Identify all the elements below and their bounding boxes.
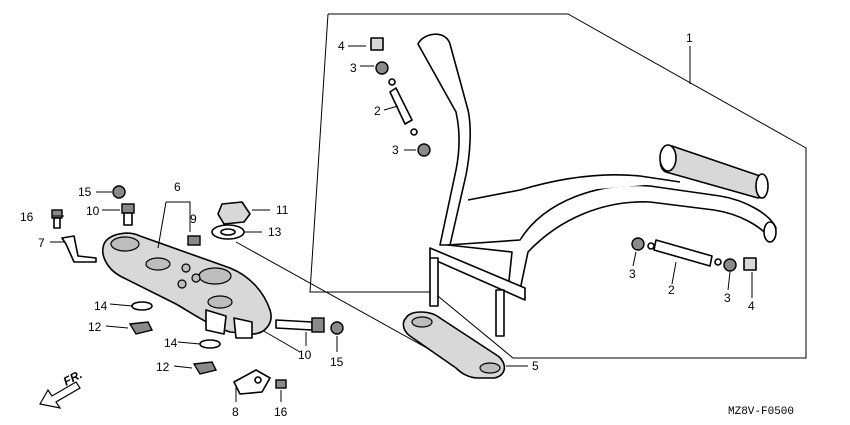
callout-8: 8 — [232, 405, 239, 419]
washer-14-lower — [199, 339, 221, 349]
washer-13 — [211, 224, 245, 240]
cap-nut-11 — [217, 201, 251, 225]
callout-7: 7 — [38, 236, 45, 250]
bracket-8 — [233, 369, 271, 395]
callout-15: 15 — [78, 185, 92, 199]
bolt-10-lower — [275, 317, 325, 333]
bolt-16-lower — [275, 379, 287, 389]
callout-15: 15 — [330, 355, 344, 369]
callout-12: 12 — [156, 360, 170, 374]
callout-16: 16 — [20, 210, 34, 224]
bar-end-weight-lower — [631, 237, 757, 272]
callout-9: 9 — [190, 212, 197, 226]
callout-3: 3 — [350, 61, 357, 75]
callout-12: 12 — [88, 320, 102, 334]
bracket-7 — [61, 235, 97, 263]
callout-5: 5 — [532, 359, 539, 373]
callout-11: 11 — [276, 203, 289, 217]
callout-6: 6 — [174, 180, 181, 194]
callout-10: 10 — [298, 348, 312, 362]
diagram-code: MZ8V-F0500 — [728, 406, 794, 418]
callout-3: 3 — [724, 291, 731, 305]
callout-2: 2 — [374, 104, 381, 118]
leader-lines — [50, 45, 753, 402]
callout-3: 3 — [392, 143, 399, 157]
top-bridge — [102, 232, 272, 339]
callout-4: 4 — [748, 299, 755, 313]
nut-12-lower — [192, 361, 218, 375]
bolt-10-upper — [121, 203, 135, 226]
callout-14: 14 — [94, 299, 108, 313]
callouts: 1 4 3 2 3 6 9 15 10 16 11 13 7 14 12 14 … — [20, 31, 755, 419]
nut-12-upper — [128, 321, 154, 335]
callout-1: 1 — [686, 31, 693, 45]
callout-10: 10 — [86, 204, 100, 218]
handlebar — [417, 33, 777, 337]
callout-4: 4 — [338, 39, 345, 53]
handlebar-grip — [659, 144, 769, 199]
callout-2: 2 — [668, 283, 675, 297]
washer-14-upper — [131, 301, 153, 311]
cushion-9 — [187, 235, 201, 246]
assembly-outline — [309, 13, 807, 359]
direction-label: FR. — [61, 367, 85, 388]
bar-end-weight-upper — [370, 37, 431, 157]
nut-15-lower — [330, 321, 344, 335]
callout-16: 16 — [274, 405, 288, 419]
bolt-16-upper — [51, 209, 63, 229]
callout-14: 14 — [164, 336, 178, 350]
nut-15-upper — [112, 185, 126, 199]
callout-3: 3 — [629, 267, 636, 281]
assembly-outline-link — [261, 329, 301, 353]
callout-13: 13 — [268, 225, 282, 239]
handlebar-lower-holder — [402, 311, 506, 379]
front-direction-arrow-icon: FR. — [39, 367, 85, 409]
